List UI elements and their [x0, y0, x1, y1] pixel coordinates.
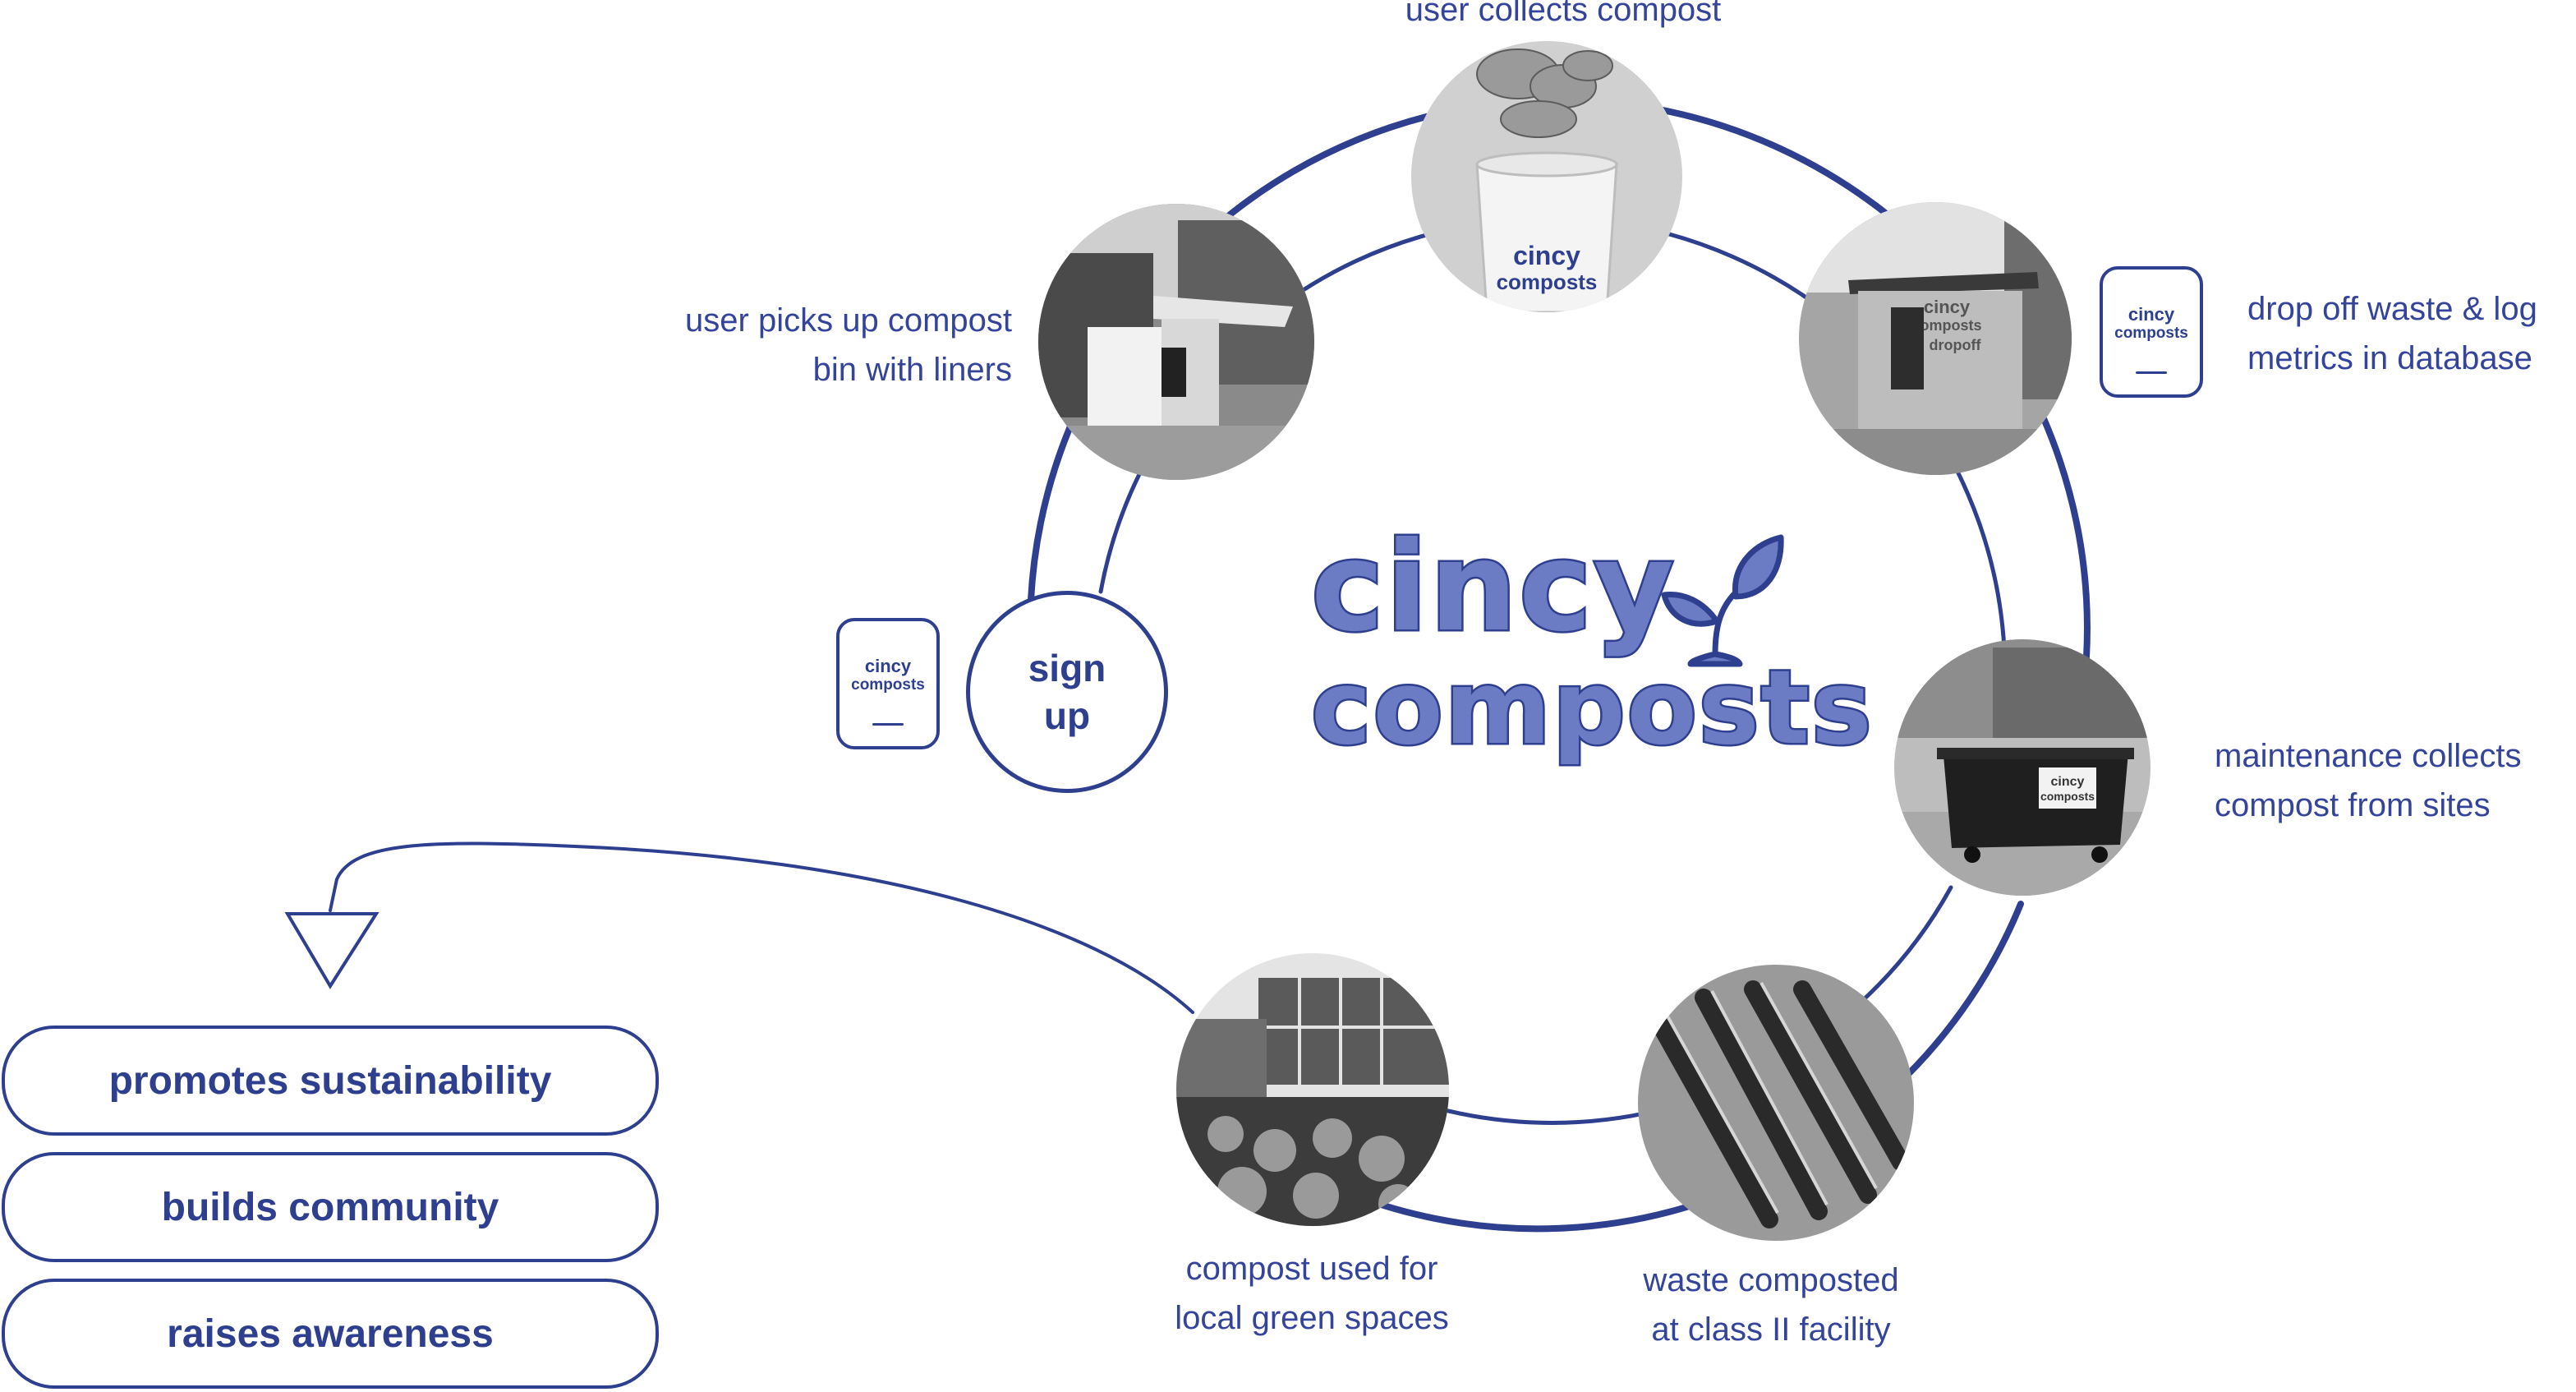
green-roof-photo [1176, 953, 1449, 1226]
logo-word-composts: composts [1309, 649, 1874, 767]
step-greenspace-label: compost used for local green spaces [1175, 1251, 1449, 1336]
phone-left-brand-line1: cincy [864, 656, 912, 676]
phone-right-brand-line2: composts [2114, 325, 2188, 342]
outcome-arrow [284, 841, 1194, 1014]
bucket-brand-line1: cincy [1513, 241, 1580, 270]
outcome-awareness: raises awareness [2, 1279, 659, 1389]
sign-up-button[interactable]: sign up [966, 591, 1168, 793]
step-facility-label: waste composted at class II facility [1643, 1262, 1899, 1348]
outcome-community: builds community [2, 1152, 659, 1262]
step-maintenance-label: maintenance collects compost from sites [2215, 738, 2522, 823]
phone-left-brand-line2: composts [851, 676, 925, 694]
center-logo: cincy [1309, 524, 1677, 652]
center-logo-line2: composts [1309, 656, 1874, 762]
sprout-leaf-icon [1661, 534, 1784, 667]
phone-right-brand-line1: cincy [2128, 304, 2175, 325]
outcome-sustainability: promotes sustainability [2, 1026, 659, 1136]
bucket-brand-line2: composts [1497, 270, 1598, 294]
dumpster-brand-line1: cincy [2051, 775, 2085, 789]
kiosk-brand-line1: cincy [1924, 297, 1971, 317]
logo-word-cincy: cincy [1309, 516, 1677, 659]
compost-bucket-photo: cincy composts [1411, 41, 1682, 312]
sign-up-line1: sign [1028, 647, 1106, 689]
kiosk-brand-line3: dropoff [1930, 337, 1982, 353]
dumpster-brand-line2: composts [2040, 790, 2095, 803]
app-phone-icon-left: cincy composts [836, 618, 940, 749]
pickup-kiosk-photo [1038, 204, 1314, 480]
dropoff-kiosk-photo: cincy composts dropoff [1799, 202, 2072, 475]
step-pickup-label: user picks up compost bin with liners [685, 302, 1012, 388]
step-collect-label: user collects compost [1405, 0, 1722, 28]
dumpster-photo: cincy composts [1894, 639, 2150, 896]
compost-windrows-photo [1638, 965, 1914, 1241]
sign-up-line2: up [1043, 694, 1091, 737]
step-dropoff-label: drop off waste & log metrics in database [2247, 291, 2537, 376]
app-phone-icon-right: cincy composts [2100, 266, 2203, 398]
kiosk-brand-line2: composts [1911, 317, 1981, 334]
